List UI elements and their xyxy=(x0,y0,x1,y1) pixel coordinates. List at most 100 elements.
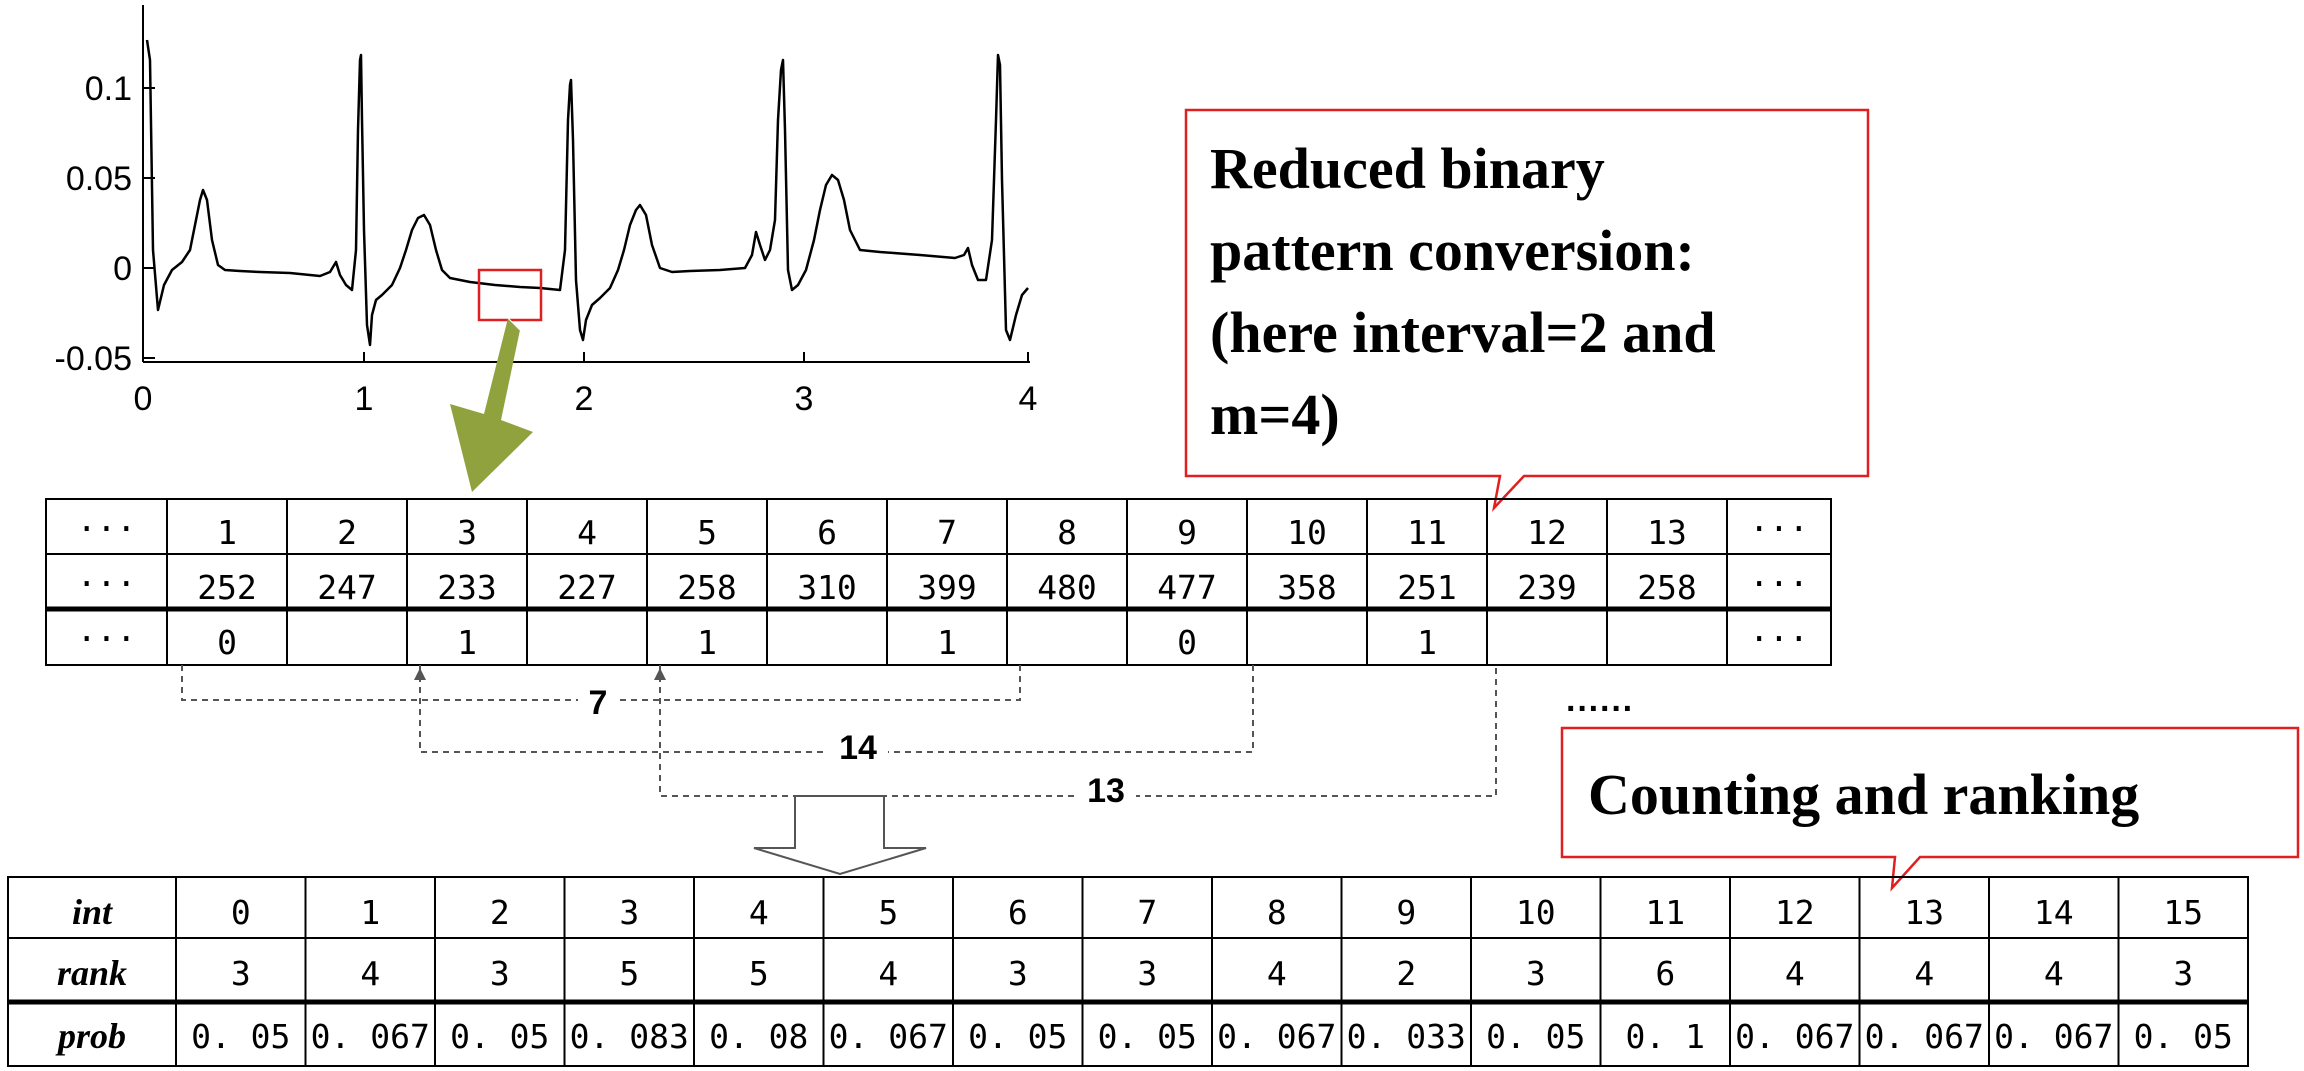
prob-cell: 0. 083 xyxy=(570,1017,689,1056)
sample-index-cell: 3 xyxy=(457,513,477,552)
rank-cell: 4 xyxy=(1914,954,1934,993)
prob-cell: 0. 067 xyxy=(1735,1017,1854,1056)
int-cell: 3 xyxy=(619,893,639,932)
distance-brackets: 7 14 13 ······ xyxy=(181,665,1634,810)
int-cell: 0 xyxy=(231,893,251,932)
signal-plot: 0.1 0.05 0 -0.05 0 1 2 3 4 xyxy=(55,5,1038,418)
prob-cell: 0. 05 xyxy=(191,1017,290,1056)
sample-value-cell: 252 xyxy=(197,568,257,607)
sample-value-cell: 258 xyxy=(677,568,737,607)
ellipsis-cell: ··· xyxy=(1749,509,1809,548)
binary-code-cell: 1 xyxy=(937,623,957,662)
int-cell: 4 xyxy=(749,893,769,932)
rank-cell: 4 xyxy=(1785,954,1805,993)
ellipsis-cell: ··· xyxy=(1749,564,1809,603)
prob-cell: 0. 033 xyxy=(1347,1017,1466,1056)
x-tick-label: 4 xyxy=(1019,380,1038,418)
plot-y-ticks: 0.1 0.05 0 -0.05 xyxy=(55,70,155,378)
rank-cell: 4 xyxy=(2044,954,2064,993)
distance-label: 14 xyxy=(839,729,877,767)
int-cell: 14 xyxy=(2034,893,2074,932)
ellipsis-cell: ··· xyxy=(77,509,137,548)
prob-cell: 0. 05 xyxy=(2134,1017,2233,1056)
rank-cell: 3 xyxy=(1526,954,1546,993)
int-cell: 11 xyxy=(1645,893,1685,932)
prob-cell: 0. 05 xyxy=(968,1017,1067,1056)
result-table-frame xyxy=(7,876,2249,1067)
sample-index-cell: 1 xyxy=(217,513,237,552)
row-label: prob xyxy=(55,1016,126,1056)
sample-value-cell: 239 xyxy=(1517,568,1577,607)
continuation-dots: ······ xyxy=(1566,690,1634,728)
sample-value-cell: 251 xyxy=(1397,568,1457,607)
int-cell: 7 xyxy=(1137,893,1157,932)
down-arrow-icon xyxy=(450,318,533,492)
distance-label: 13 xyxy=(1087,772,1125,810)
plot-x-ticks: 0 1 2 3 4 xyxy=(134,352,1038,418)
prob-cell: 0. 1 xyxy=(1626,1017,1705,1056)
callout-text-line: m=4) xyxy=(1210,382,1340,447)
sample-value-cell: 310 xyxy=(797,568,857,607)
rank-cell: 4 xyxy=(878,954,898,993)
prob-cell: 0. 05 xyxy=(450,1017,549,1056)
prob-cell: 0. 08 xyxy=(709,1017,808,1056)
callout-text-line: pattern conversion: xyxy=(1210,218,1695,283)
x-tick-label: 1 xyxy=(355,380,374,418)
sample-value-cell: 477 xyxy=(1157,568,1217,607)
prob-cell: 0. 067 xyxy=(1217,1017,1336,1056)
sample-index-cell: 6 xyxy=(817,513,837,552)
rank-cell: 5 xyxy=(619,954,639,993)
int-cell: 2 xyxy=(490,893,510,932)
selected-segment-box xyxy=(477,268,543,322)
conversion-callout: Reduced binary pattern conversion: (here… xyxy=(1184,108,1870,512)
sample-value-cell: 358 xyxy=(1277,568,1337,607)
int-cell: 12 xyxy=(1775,893,1815,932)
rank-cell: 6 xyxy=(1655,954,1675,993)
rank-cell: 3 xyxy=(2173,954,2193,993)
callout-text-line: (here interval=2 and xyxy=(1210,300,1716,365)
int-cell: 10 xyxy=(1516,893,1556,932)
int-cell: 13 xyxy=(1904,893,1944,932)
int-cell: 1 xyxy=(360,893,380,932)
down-arrow-icon xyxy=(753,795,927,876)
prob-cell: 0. 067 xyxy=(829,1017,948,1056)
prob-cell: 0. 05 xyxy=(1098,1017,1197,1056)
x-tick-label: 3 xyxy=(795,380,814,418)
y-tick-label: 0 xyxy=(113,250,132,288)
int-cell: 8 xyxy=(1267,893,1287,932)
callout-text-line: Counting and ranking xyxy=(1588,762,2139,827)
int-cell: 15 xyxy=(2163,893,2203,932)
row-label: int xyxy=(72,892,113,932)
sample-value-cell: 399 xyxy=(917,568,977,607)
int-cell: 6 xyxy=(1008,893,1028,932)
ellipsis-cell: ··· xyxy=(77,564,137,603)
prob-cell: 0. 067 xyxy=(1865,1017,1984,1056)
int-cell: 5 xyxy=(878,893,898,932)
rank-cell: 3 xyxy=(1137,954,1157,993)
y-tick-label: 0.05 xyxy=(66,160,132,198)
binary-code-cell: 0 xyxy=(1177,623,1197,662)
sample-index-cell: 9 xyxy=(1177,513,1197,552)
sample-value-cell: 480 xyxy=(1037,568,1097,607)
sample-index-cell: 2 xyxy=(337,513,357,552)
sample-value-cell: 258 xyxy=(1637,568,1697,607)
rank-cell: 4 xyxy=(360,954,380,993)
rank-cell: 2 xyxy=(1396,954,1416,993)
distance-label: 7 xyxy=(589,684,608,722)
sample-index-cell: 10 xyxy=(1287,513,1327,552)
binary-code-cell: 1 xyxy=(1417,623,1437,662)
rank-cell: 3 xyxy=(231,954,251,993)
x-tick-label: 2 xyxy=(575,380,594,418)
sample-index-cell: 4 xyxy=(577,513,597,552)
int-cell: 9 xyxy=(1396,893,1416,932)
rank-cell: 3 xyxy=(490,954,510,993)
prob-cell: 0. 067 xyxy=(311,1017,430,1056)
row-label: rank xyxy=(57,953,127,993)
sample-value-cell: 233 xyxy=(437,568,497,607)
sample-value-cell: 227 xyxy=(557,568,617,607)
rank-cell: 3 xyxy=(1008,954,1028,993)
sample-index-cell: 7 xyxy=(937,513,957,552)
sequence-table-frame xyxy=(45,498,1832,666)
